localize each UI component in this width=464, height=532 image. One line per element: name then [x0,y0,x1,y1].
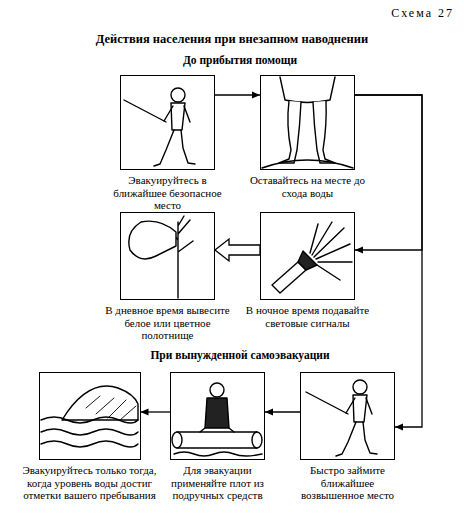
arrow-head [252,92,260,99]
head [171,88,185,102]
skirt [280,77,335,103]
action-panel: В ночное время подавайте световые сигнал… [245,212,370,329]
diagram-title: Действия населения при внезапном наводне… [0,32,464,47]
panel-caption: В дневное время вывесите белое или цветн… [105,304,230,342]
connector-line [355,95,422,250]
log-end [252,432,262,448]
hill-hatching [86,396,136,420]
panel-caption: Эвакуируйтесь только тогда, когда уровен… [22,464,157,502]
illustration-frame [120,75,215,170]
arrow-head [395,424,403,431]
arrow-head [141,409,149,416]
action-panel: Быстро займите ближайшее возвышенное мес… [290,372,405,502]
log-end [172,432,182,448]
illustration-frame [300,372,395,460]
panel-caption: Оставайтесь на месте до схода воды [245,174,370,199]
torso [205,398,229,428]
section-heading: При вынужденной самоэвакуации [0,349,464,361]
panel-caption: Эвакуируйтесь в ближайшее безопасное мес… [105,174,230,212]
section-heading: До прибытия помощи [0,54,464,66]
log [177,432,257,448]
panel-caption: Быстро займите ближайшее возвышенное мес… [290,464,405,502]
panel-caption: В ночное время подавайте световые сигнал… [245,304,370,329]
arrow-head [265,409,273,416]
head [353,380,367,394]
scheme-number: Схема 27 [391,6,454,21]
arrow-head [355,247,363,254]
panel-caption: Для эвакуации применяйте плот из подручн… [160,464,275,502]
head [210,383,224,397]
hollow-arrow [215,239,260,261]
action-panel: Эвакуируйтесь в ближайшее безопасное мес… [105,75,230,212]
